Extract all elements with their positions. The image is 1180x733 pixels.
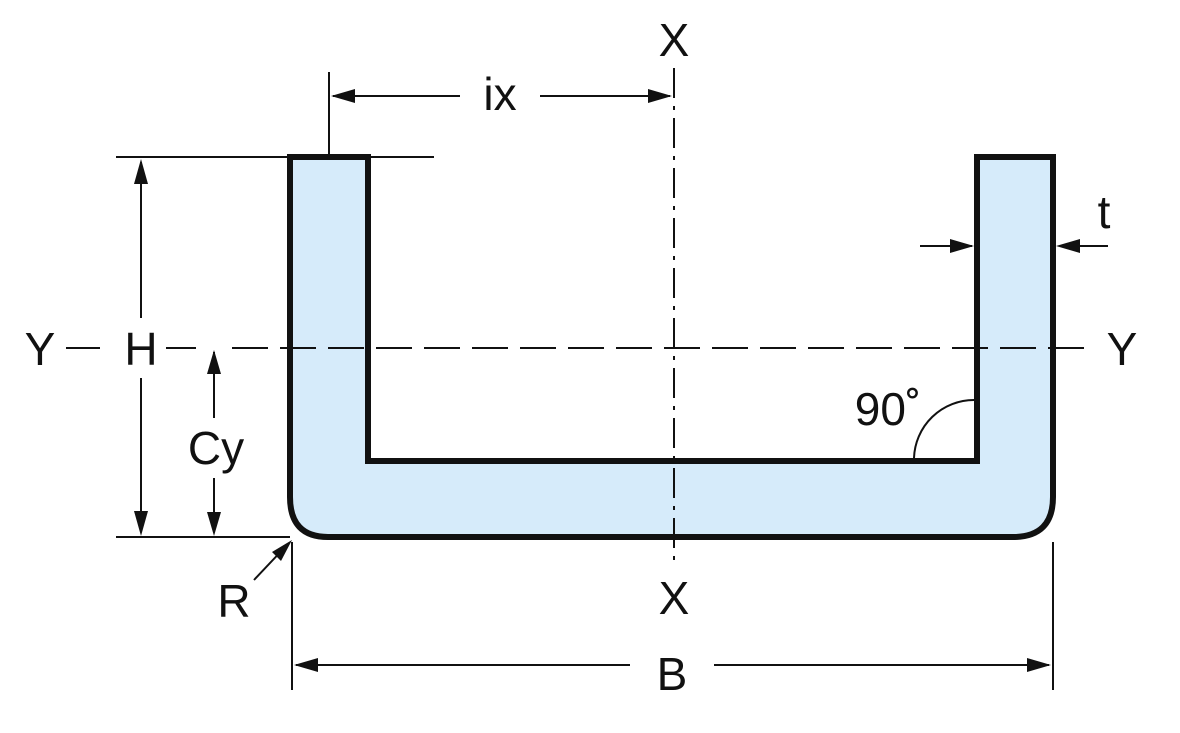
channel-profile xyxy=(287,154,1056,540)
label-angle: 90˚ xyxy=(855,383,921,435)
cy-arrow-bottom xyxy=(207,512,221,536)
right-angle-arc xyxy=(913,399,975,459)
b-arrow-right xyxy=(1027,658,1051,672)
h-arrow-bottom xyxy=(134,511,148,536)
label-x-bottom: X xyxy=(659,572,690,624)
b-arrow-left xyxy=(294,658,318,672)
t-arrow-right xyxy=(1056,239,1080,253)
h-arrow-top xyxy=(134,159,148,184)
ix-arrow-right xyxy=(648,89,672,103)
label-y-right: Y xyxy=(1107,323,1138,375)
ix-arrow-left xyxy=(331,89,355,103)
label-h: H xyxy=(124,323,157,375)
t-arrow-left xyxy=(950,239,974,253)
label-cy: Cy xyxy=(188,422,244,474)
label-b: B xyxy=(657,648,688,700)
r-arrow xyxy=(272,540,292,561)
cy-arrow-top xyxy=(207,350,221,374)
label-t: t xyxy=(1098,186,1111,238)
label-ix: ix xyxy=(483,68,516,120)
label-r: R xyxy=(217,575,250,627)
label-y-left: Y xyxy=(25,323,56,375)
label-x-top: X xyxy=(659,14,690,66)
